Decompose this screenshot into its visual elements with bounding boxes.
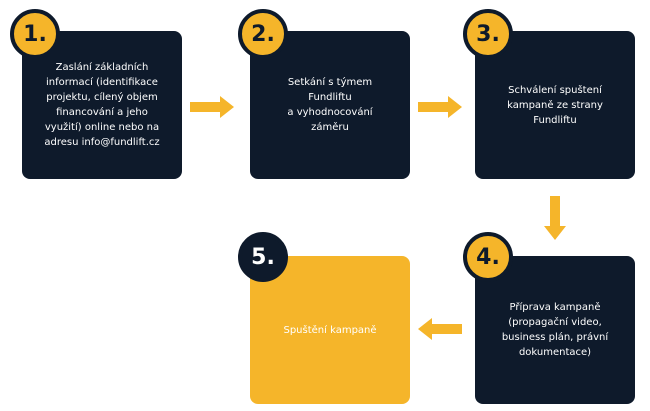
step-4-text: Příprava kampaně (propagační video, busi… xyxy=(501,302,609,358)
step-5-badge: 5. xyxy=(238,232,288,282)
step-1-badge: 1. xyxy=(10,9,60,59)
arrow-left-icon xyxy=(418,318,462,340)
step-5-box: Spuštění kampaně xyxy=(250,256,410,404)
step-4-box: Příprava kampaně (propagační video, busi… xyxy=(475,256,635,404)
step-3-badge: 3. xyxy=(463,9,513,59)
step-4-badge: 4. xyxy=(463,232,513,282)
step-1-text: Zaslání základních informací (identifika… xyxy=(44,62,160,148)
step-3-box: Schválení spuštení kampaně ze strany Fun… xyxy=(475,31,635,179)
step-5-text: Spuštění kampaně xyxy=(283,324,377,336)
step-2-box: Setkání s týmem Fundliftu a vyhodnocován… xyxy=(250,31,410,179)
arrow-right-icon xyxy=(190,96,234,118)
arrow-right-icon xyxy=(418,96,462,118)
arrow-down-icon xyxy=(544,196,566,240)
step-3-text: Schválení spuštení kampaně ze strany Fun… xyxy=(507,84,603,126)
step-2-text: Setkání s týmem Fundliftu a vyhodnocován… xyxy=(287,77,373,133)
step-1-box: Zaslání základních informací (identifika… xyxy=(22,31,182,179)
step-2-badge: 2. xyxy=(238,9,288,59)
